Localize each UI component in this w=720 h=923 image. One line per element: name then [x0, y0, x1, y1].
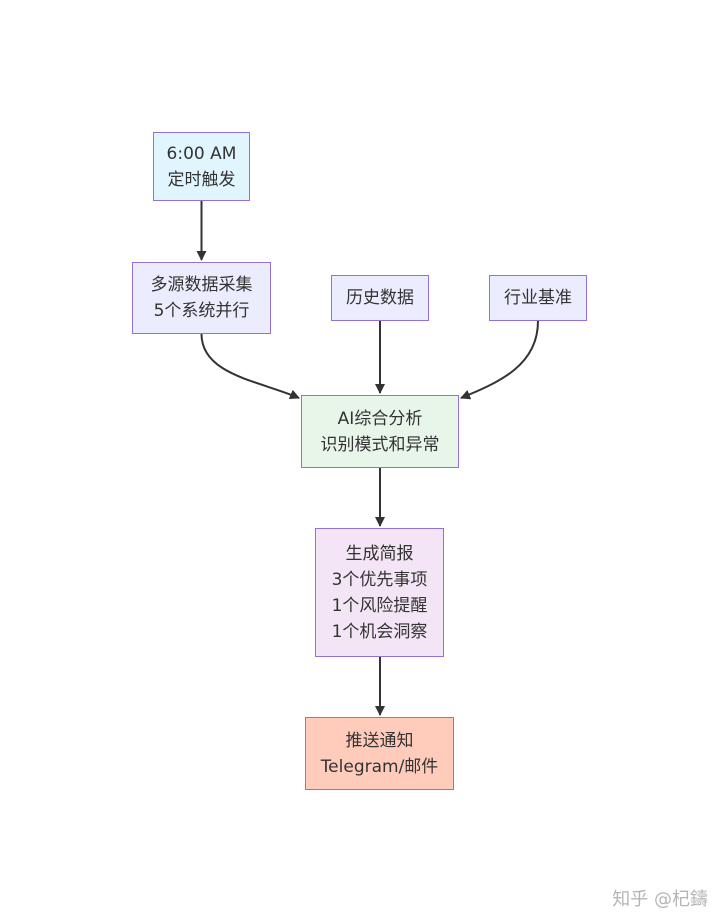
node-industry-benchmark: 行业基准: [489, 275, 587, 321]
node-trigger-line-1: 6:00 AM: [166, 143, 237, 164]
watermark: 知乎 @杞鑄: [612, 889, 708, 910]
node-analysis-line-1: AI综合分析: [337, 408, 423, 429]
node-benchmark-line-1: 行业基准: [504, 288, 572, 308]
node-collect-line-2: 5个系统并行: [153, 301, 250, 321]
node-report-line-1: 生成简报: [345, 543, 414, 564]
node-historical-data: 历史数据: [331, 275, 429, 321]
node-data-collection: 多源数据采集 5个系统并行: [132, 262, 271, 334]
node-generate-report: 生成简报 3个优先事项 1个风险提醒 1个机会洞察: [315, 528, 444, 657]
node-push-line-1: 推送通知: [345, 730, 414, 751]
node-push-line-2: Telegram/邮件: [320, 756, 439, 777]
edge-benchmark-to-analysis: [460, 320, 539, 400]
node-report-line-2: 3个优先事项: [331, 569, 428, 590]
node-history-line-1: 历史数据: [346, 288, 414, 308]
node-collect-line-1: 多源数据采集: [150, 275, 253, 295]
node-ai-analysis: AI综合分析 识别模式和异常: [301, 395, 459, 468]
node-report-line-4: 1个机会洞察: [331, 621, 428, 642]
node-analysis-line-2: 识别模式和异常: [320, 434, 440, 455]
node-scheduled-trigger: 6:00 AM 定时触发: [153, 132, 250, 201]
edge-collect-to-analysis: [200, 333, 300, 399]
node-trigger-line-2: 定时触发: [167, 169, 236, 190]
node-push-notification: 推送通知 Telegram/邮件: [305, 717, 454, 790]
node-report-line-3: 1个风险提醒: [331, 595, 428, 616]
